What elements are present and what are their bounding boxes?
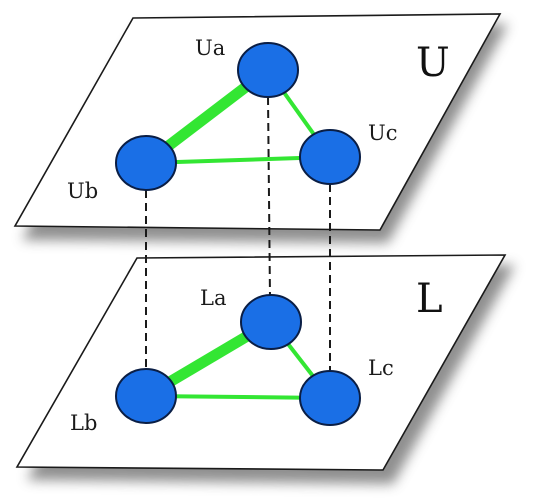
- node-label-lc: Lc: [368, 356, 394, 380]
- node-label-uc: Uc: [368, 121, 397, 145]
- layer-title-upper: U: [416, 40, 450, 86]
- node-label-ub: Ub: [67, 179, 98, 203]
- node-label-ua: Ua: [195, 36, 225, 60]
- node-la: [240, 294, 302, 350]
- node-ub: [115, 135, 177, 191]
- node-uc: [299, 129, 361, 185]
- node-label-la: La: [200, 286, 226, 310]
- node-label-lb: Lb: [70, 411, 97, 435]
- layer-title-lower: L: [416, 276, 443, 322]
- node-lc: [299, 370, 361, 426]
- link-ua-la: [267, 96, 271, 299]
- node-lb: [115, 368, 177, 424]
- node-ua: [237, 42, 299, 98]
